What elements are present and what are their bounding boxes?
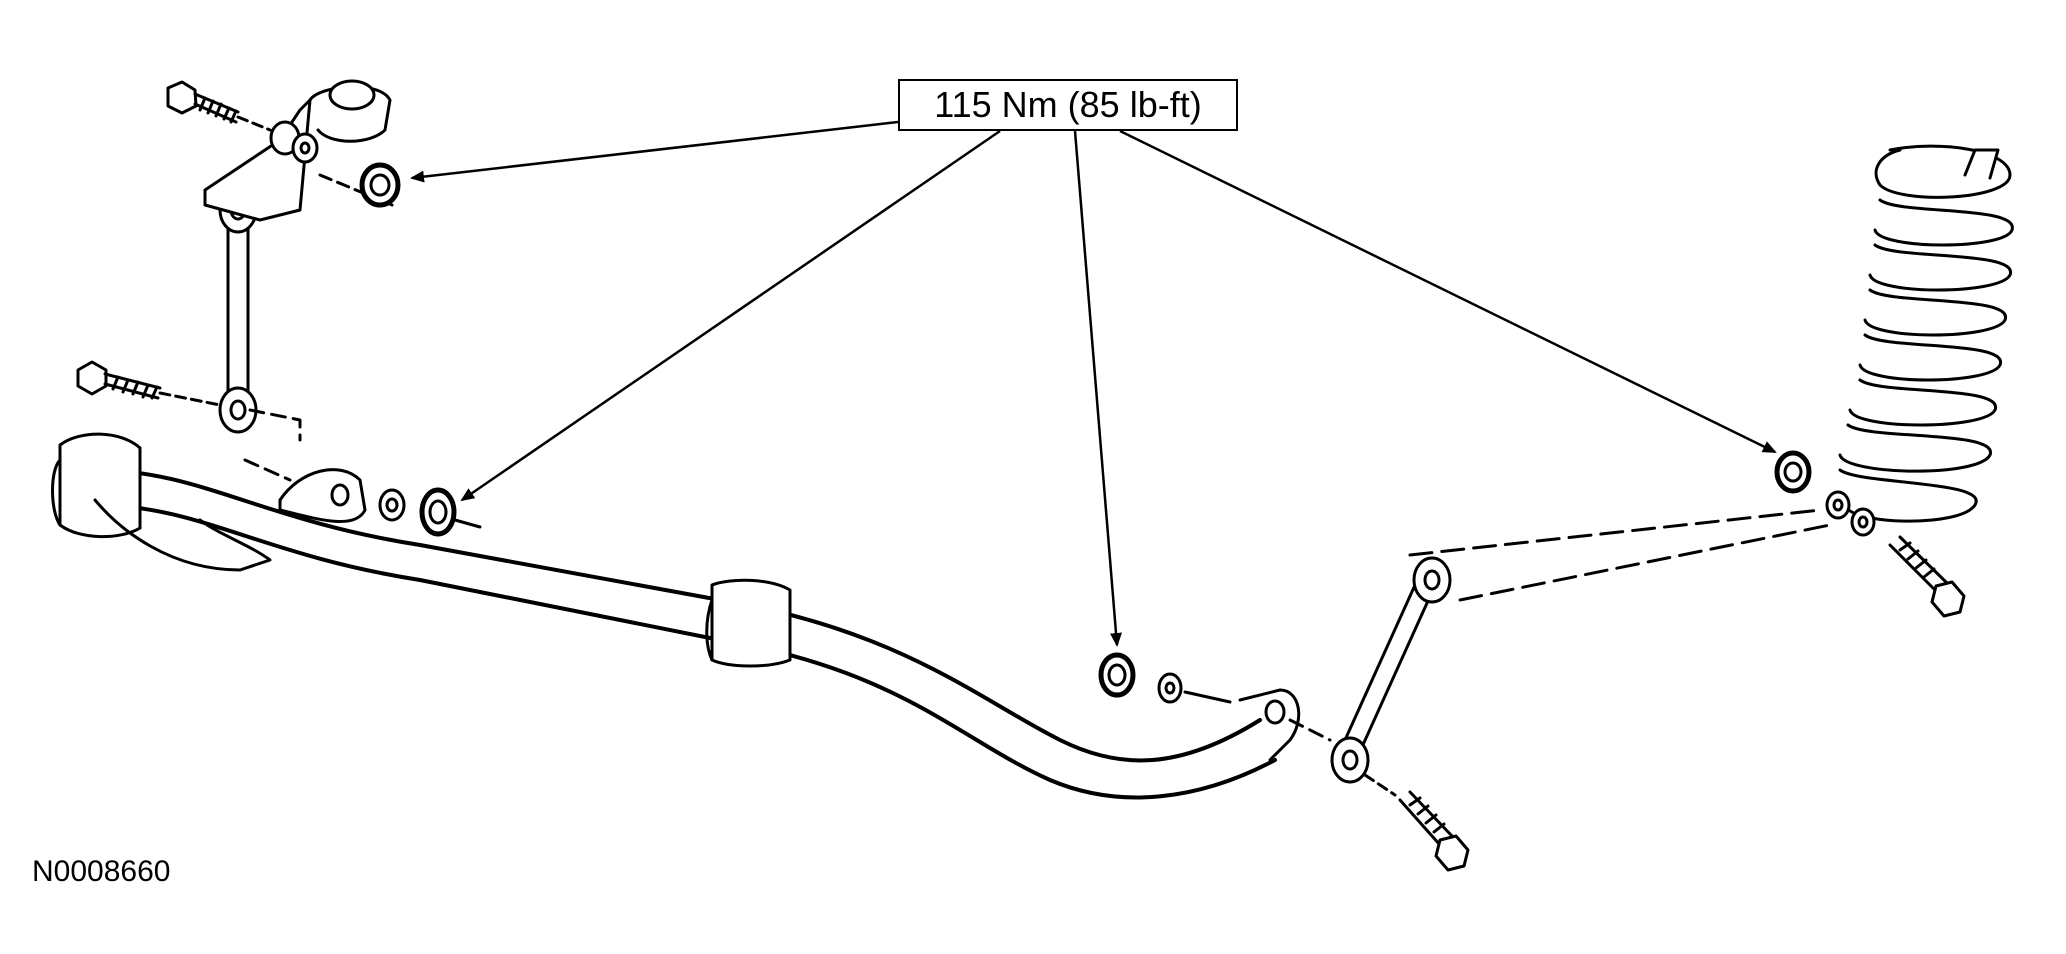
torque-callout-box: 115 Nm (85 lb-ft) bbox=[898, 79, 1238, 131]
left-upper-bracket bbox=[203, 79, 392, 222]
left-end-arm bbox=[278, 468, 367, 524]
stabilizer-bar bbox=[93, 468, 1301, 800]
figure-id-label: N0008660 bbox=[32, 855, 171, 888]
coil-spring bbox=[1838, 144, 2014, 523]
torque-callout-label: 115 Nm (85 lb-ft) bbox=[934, 84, 1202, 125]
right-upper-nut bbox=[1774, 450, 1812, 494]
arrow-to-left-upper-nut bbox=[410, 120, 899, 183]
left-bushing bbox=[51, 432, 142, 539]
left-lower-washer bbox=[378, 488, 406, 522]
right-upper-washer-2 bbox=[1850, 507, 1876, 537]
right-lower-bolt bbox=[1363, 773, 1470, 872]
right-upper-washer-1 bbox=[1825, 490, 1851, 520]
callout-arrows bbox=[410, 120, 1777, 647]
center-bushing bbox=[705, 578, 792, 668]
left-bushing-bracket bbox=[93, 498, 272, 572]
arrow-to-left-lower-nut bbox=[460, 129, 1001, 502]
center-washer bbox=[1157, 672, 1232, 704]
arrow-to-right-upper-nut bbox=[1119, 129, 1777, 454]
right-stabilizer-link bbox=[1288, 508, 1832, 784]
arrow-to-center-nut bbox=[1073, 130, 1123, 647]
left-lower-bolt bbox=[76, 360, 222, 407]
left-upper-nut bbox=[318, 162, 401, 208]
left-stabilizer-link bbox=[218, 186, 302, 482]
right-upper-bolt bbox=[1888, 535, 1966, 618]
center-nut bbox=[1098, 652, 1136, 698]
left-lower-nut bbox=[419, 487, 482, 537]
left-upper-bolt bbox=[166, 80, 272, 132]
